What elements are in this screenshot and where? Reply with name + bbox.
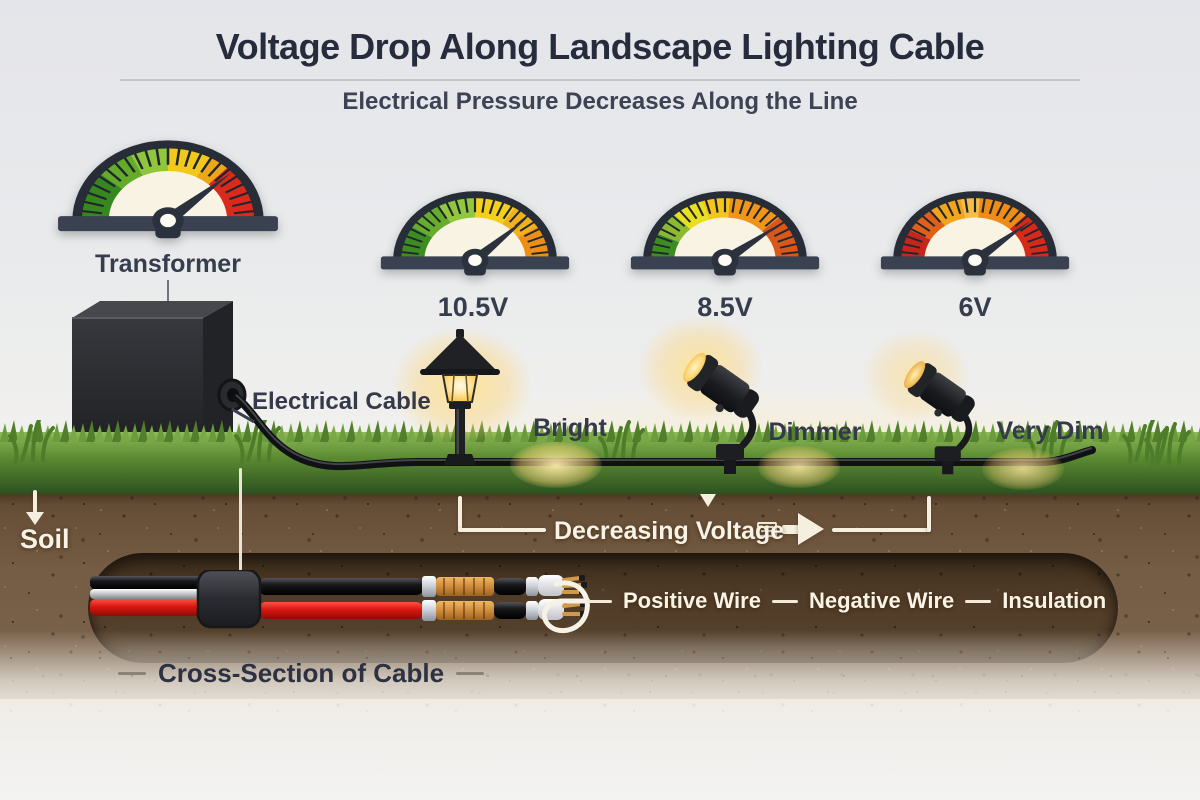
voltage-tag-icon (757, 522, 777, 537)
transformer-voltage-gauge-icon (57, 132, 279, 240)
electrical-cable-label: Electrical Cable (252, 388, 431, 415)
light-label-dimmer: Dimmer (768, 418, 862, 446)
soil-arrow-shaft (33, 490, 37, 513)
bracket-down-triangle-icon (700, 494, 716, 507)
transformer-label: Transformer (95, 250, 241, 278)
spotlight1-icon (683, 352, 759, 474)
spotlight2-icon (904, 361, 975, 475)
gauge-8-5v-icon (630, 184, 820, 277)
gauge-6v-icon (880, 184, 1070, 277)
soil-arrow-icon (26, 512, 44, 525)
page-title: Voltage Drop Along Landscape Lighting Ca… (215, 26, 985, 67)
right-arrow-icon (798, 513, 824, 545)
label-divider (771, 599, 798, 603)
insulation-label: Insulation (1002, 588, 1107, 613)
page-subtitle: Electrical Pressure Decreases Along the … (342, 88, 858, 115)
cross-section-caption-row: Cross-Section of Cable (118, 658, 485, 689)
caption-dash (118, 672, 146, 675)
decreasing-voltage-label: Decreasing Voltage (554, 517, 785, 545)
negative-wire-label: Negative Wire (808, 588, 955, 613)
label-divider (586, 599, 612, 603)
gauge-10-5v-icon (380, 184, 570, 277)
gauge-reading-6v: 6V (958, 292, 992, 322)
label-divider (965, 599, 992, 603)
transformer-leader-line (167, 280, 169, 302)
cross-section-caption: Cross-Section of Cable (158, 658, 445, 688)
buried-cable-leader-line (239, 468, 242, 582)
soil-crumbs-texture (0, 645, 1200, 730)
bracket-left-vertical (458, 496, 462, 532)
gauge-reading-8-5v: 8.5V (697, 292, 753, 322)
bracket-right-vertical (927, 496, 931, 532)
positive-wire-label: Positive Wire (623, 588, 761, 613)
bracket-right-horizontal (832, 528, 930, 532)
caption-dash (456, 672, 485, 675)
gauge-reading-10-5v: 10.5V (437, 292, 509, 322)
cable-cross-section (90, 570, 590, 634)
soil-label: Soil (20, 524, 70, 554)
wire-labels-row: Positive Wire Negative Wire Insulation (586, 588, 1106, 614)
light-label-bright: Bright (533, 414, 607, 442)
header-divider (120, 79, 1080, 81)
arrow-shaft (782, 525, 799, 534)
bracket-left-horizontal (458, 528, 546, 532)
light-label-very-dim: Very Dim (996, 417, 1104, 445)
